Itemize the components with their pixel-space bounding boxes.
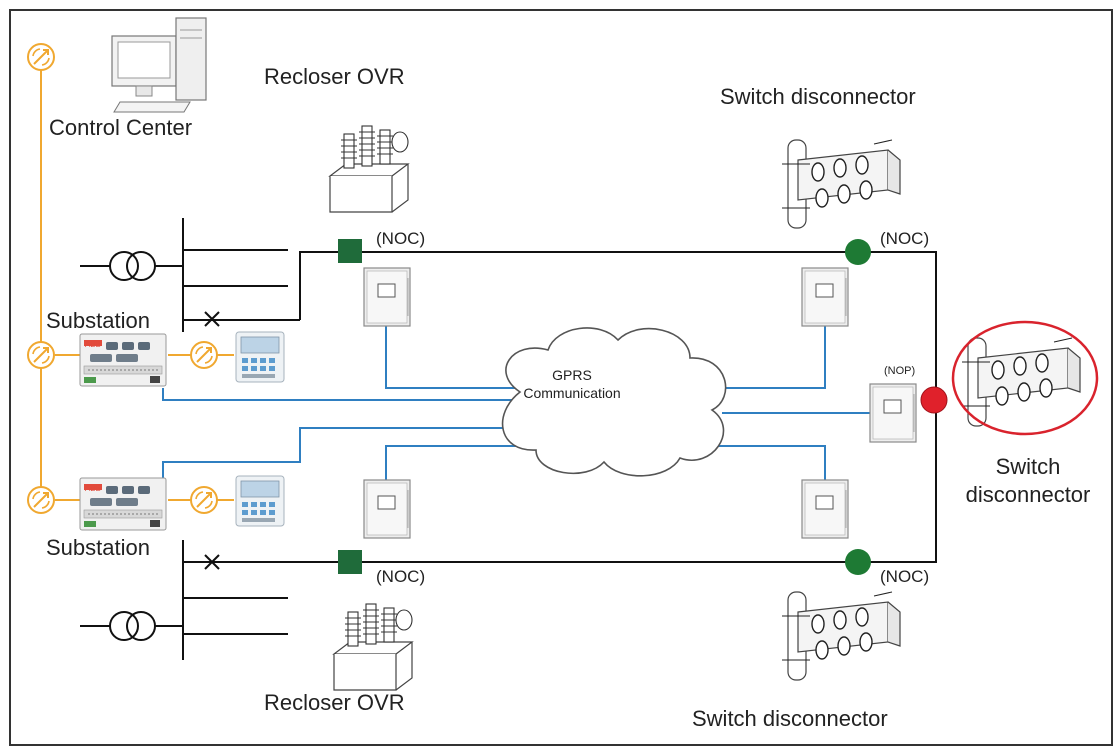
substation-bottom-label: Substation xyxy=(46,535,150,560)
noc-label: (NOC) xyxy=(376,229,425,248)
hmi-panel-icon xyxy=(235,475,285,527)
relay-brand-label: ABB xyxy=(85,484,101,493)
noc-label: (NOC) xyxy=(880,229,929,248)
nop-label: (NOP) xyxy=(884,365,915,377)
rtu-cabinet-icon xyxy=(801,479,849,539)
recloser-top-label: Recloser OVR xyxy=(264,64,405,89)
substation-top-label: Substation xyxy=(46,308,150,333)
relay-brand-label: ABB xyxy=(85,340,101,349)
switch-closed-marker xyxy=(845,239,871,265)
control-center-label: Control Center xyxy=(49,115,192,140)
antenna-icon xyxy=(190,486,218,514)
noc-label: (NOC) xyxy=(880,567,929,586)
antenna-icon xyxy=(27,486,55,514)
transformer-icon xyxy=(109,611,156,641)
switch-closed-marker xyxy=(845,549,871,575)
communication-links xyxy=(162,326,870,486)
highlight-ring xyxy=(951,320,1099,436)
rtu-cabinet-icon xyxy=(801,267,849,327)
cloud-label-line1: GPRS xyxy=(552,367,592,383)
antenna-icon xyxy=(27,341,55,369)
transformer-icon xyxy=(109,251,156,281)
hmi-panel-icon xyxy=(235,331,285,383)
breaker-open-mark xyxy=(204,554,220,570)
cloud-label-line2: Communication xyxy=(523,385,620,401)
switch-right-label-line1: Switch xyxy=(996,454,1061,479)
recloser-closed-marker xyxy=(338,550,362,574)
antenna-icon xyxy=(27,43,55,71)
switch-bottom-label: Switch disconnector xyxy=(692,706,888,731)
antenna-icon xyxy=(190,341,218,369)
rtu-cabinet-icon xyxy=(869,383,917,443)
switch-top-label: Switch disconnector xyxy=(720,84,916,109)
breaker-open-mark xyxy=(204,311,220,327)
recloser-closed-marker xyxy=(338,239,362,263)
cloud-icon xyxy=(501,327,727,477)
switch-open-marker xyxy=(920,386,948,414)
switch-right-label-line2: disconnector xyxy=(966,482,1091,507)
power-lines xyxy=(80,218,937,660)
rtu-cabinet-icon xyxy=(363,267,411,327)
noc-label: (NOC) xyxy=(376,567,425,586)
control-links xyxy=(40,70,234,501)
rtu-cabinet-icon xyxy=(363,479,411,539)
recloser-bottom-label: Recloser OVR xyxy=(264,690,405,715)
